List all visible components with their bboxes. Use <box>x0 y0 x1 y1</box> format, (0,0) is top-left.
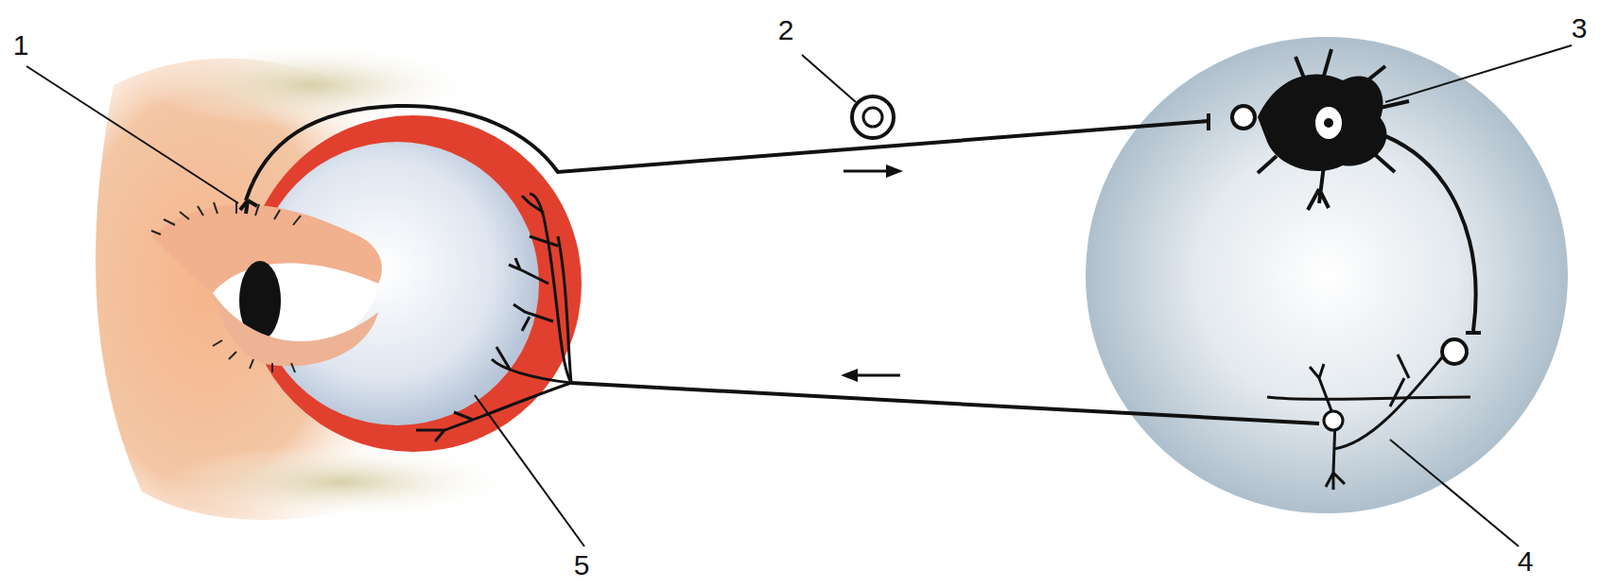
callout-number: 4 <box>1517 547 1534 576</box>
eyelashes <box>151 202 301 373</box>
interneuron <box>1257 49 1477 331</box>
motor-endings <box>416 193 572 442</box>
leader-lines <box>26 45 1572 547</box>
synapse-ending <box>1442 339 1467 365</box>
synapse <box>1465 330 1481 335</box>
callout-number: 1 <box>13 31 30 60</box>
motor-soma <box>1323 411 1343 431</box>
synapse <box>1206 113 1211 131</box>
callout-number: 2 <box>778 16 795 45</box>
synapse-ending <box>1232 105 1255 129</box>
eyebrow <box>141 42 483 128</box>
callout-number: 3 <box>1571 14 1588 43</box>
cheek-shadow <box>160 444 521 521</box>
sensory-neuron <box>240 105 1209 214</box>
motor-axon <box>571 382 1320 424</box>
brain-section <box>1085 36 1568 514</box>
nucleus <box>1315 106 1342 140</box>
nucleolus <box>1323 118 1334 128</box>
ganglion <box>852 96 894 139</box>
direction-arrow <box>840 164 904 383</box>
ganglion-core <box>863 107 883 127</box>
lower-eyelid <box>212 293 379 366</box>
callout-number: 5 <box>573 551 591 580</box>
